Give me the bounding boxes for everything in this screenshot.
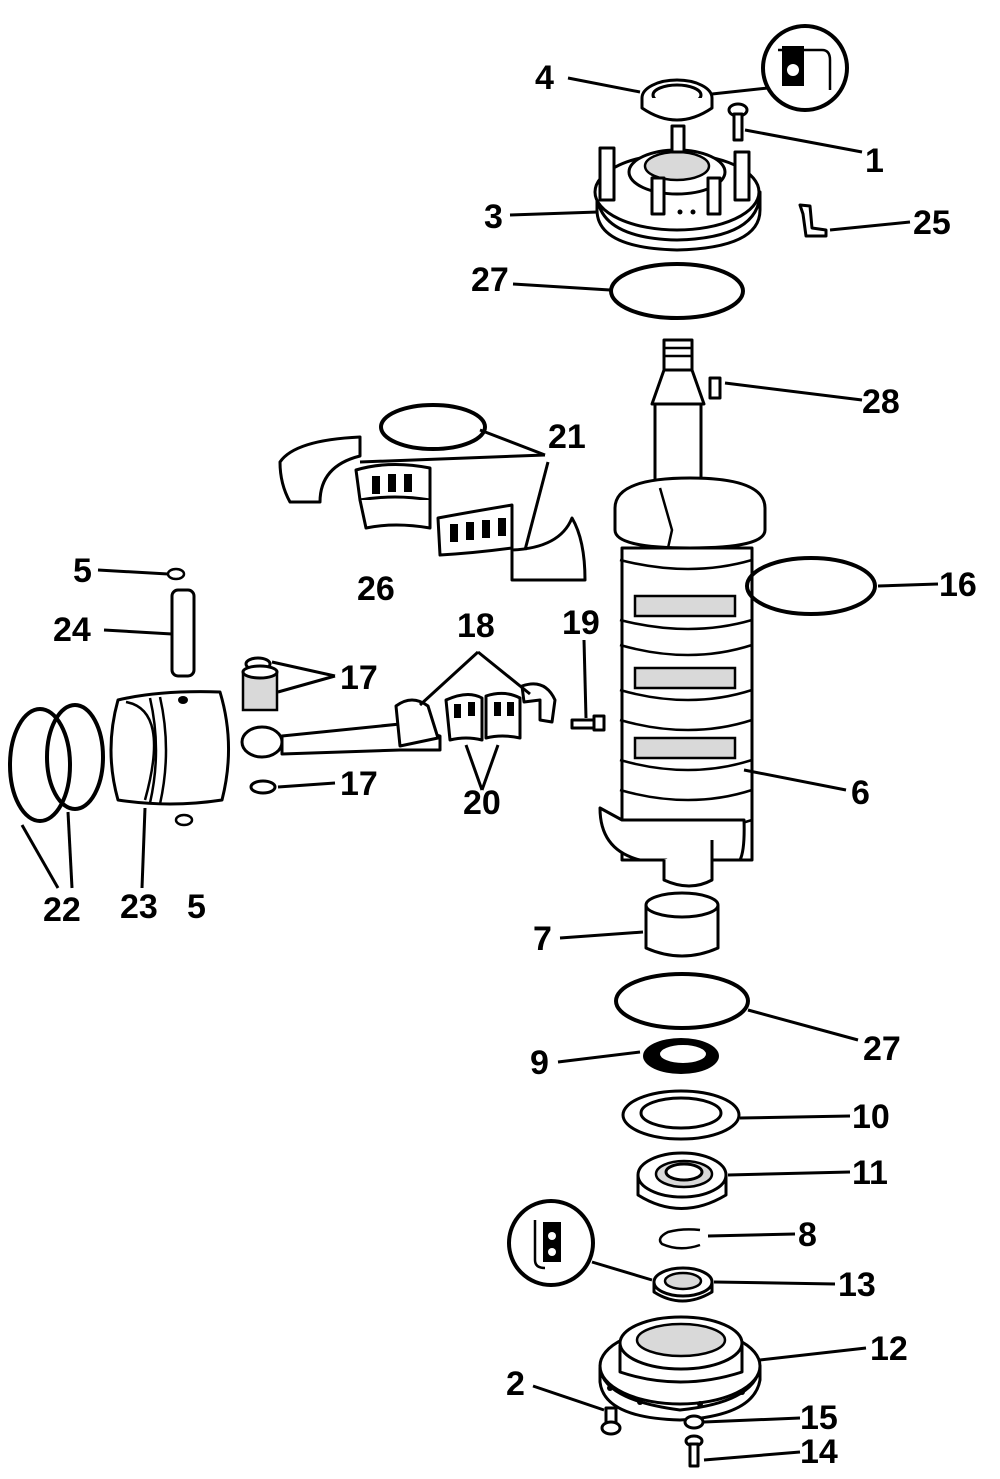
rod-bearing-part-20-drawing <box>444 691 522 742</box>
callout-13: 13 <box>838 1266 876 1304</box>
ball-bearing-part-11-drawing <box>636 1151 728 1210</box>
callout-5-top: 5 <box>73 552 92 590</box>
callout-7: 7 <box>533 920 552 958</box>
washer-part-17-bottom-drawing <box>249 779 277 795</box>
callout-19: 19 <box>562 604 600 642</box>
callout-17-top: 17 <box>340 659 378 697</box>
callout-17-bottom: 17 <box>340 765 378 803</box>
seal-part-9-drawing <box>643 1038 719 1074</box>
key-part-28-drawing <box>708 376 722 400</box>
seal-part-13-drawing <box>652 1266 714 1303</box>
callout-20: 20 <box>463 784 501 822</box>
callout-24: 24 <box>53 611 91 649</box>
upper-bearing-housing-part-3-drawing <box>593 124 762 252</box>
washer-part-17-top-drawing <box>241 656 279 712</box>
connecting-rod-part-18-drawing <box>240 682 557 759</box>
screw-part-1-drawing <box>727 102 749 142</box>
rod-screw-part-19-drawing <box>570 714 606 732</box>
callout-8: 8 <box>798 1216 817 1254</box>
callout-2: 2 <box>506 1365 525 1403</box>
callout-5-bottom: 5 <box>187 888 206 926</box>
callout-14: 14 <box>800 1433 838 1471</box>
nut-part-15-drawing <box>683 1414 705 1430</box>
callout-6: 6 <box>851 774 870 812</box>
callout-9: 9 <box>530 1044 549 1082</box>
callout-26: 26 <box>357 570 395 608</box>
screw-part-2-drawing <box>600 1406 622 1436</box>
callout-16: 16 <box>939 566 977 604</box>
crankshaft-part-6-drawing <box>598 338 767 888</box>
clip-part-25-drawing <box>798 203 828 238</box>
o-ring-part-27-top-drawing <box>609 262 745 320</box>
retaining-ring-part-8-drawing <box>658 1228 701 1250</box>
screw-part-14-drawing <box>684 1434 704 1468</box>
bearing-race-part-21-drawing <box>278 403 587 582</box>
callout-labels: 4 1 3 25 27 28 21 26 16 5 24 18 19 17 17… <box>43 59 977 1471</box>
callout-12: 12 <box>870 1330 908 1368</box>
callout-22: 22 <box>43 891 81 929</box>
piston-pin-part-24-drawing <box>170 588 196 678</box>
callout-1: 1 <box>865 142 884 180</box>
callout-27-bottom: 27 <box>863 1030 901 1068</box>
seal-part-4-drawing <box>640 78 714 122</box>
callout-10: 10 <box>852 1098 890 1136</box>
callout-11: 11 <box>852 1154 888 1192</box>
o-ring-part-27-bottom-drawing <box>614 972 750 1030</box>
callout-4: 4 <box>535 59 554 97</box>
piston-rings-part-22-drawing <box>8 703 105 823</box>
spacer-part-10-drawing <box>621 1089 741 1141</box>
seal-ring-part-16-drawing <box>745 556 877 616</box>
retaining-ring-part-5-top-drawing <box>166 567 186 581</box>
sealant-icon-bottom <box>507 1199 595 1287</box>
sealant-icon-top <box>761 24 849 112</box>
bearing-cage-part-26-drawing <box>354 462 514 557</box>
callout-27-top: 27 <box>471 261 509 299</box>
leader-lines <box>20 76 939 1462</box>
callout-3: 3 <box>484 198 503 236</box>
callout-15: 15 <box>800 1399 838 1437</box>
piston-part-23-drawing <box>109 690 231 806</box>
callout-18: 18 <box>457 607 495 645</box>
lower-bearing-housing-part-12-drawing <box>598 1315 762 1422</box>
retaining-ring-part-5-bottom-drawing <box>174 813 194 827</box>
callout-23: 23 <box>120 888 158 926</box>
callout-21: 21 <box>548 418 586 456</box>
callout-25: 25 <box>913 204 951 242</box>
roller-bearing-part-7-drawing <box>644 891 720 958</box>
callout-28: 28 <box>862 383 900 421</box>
